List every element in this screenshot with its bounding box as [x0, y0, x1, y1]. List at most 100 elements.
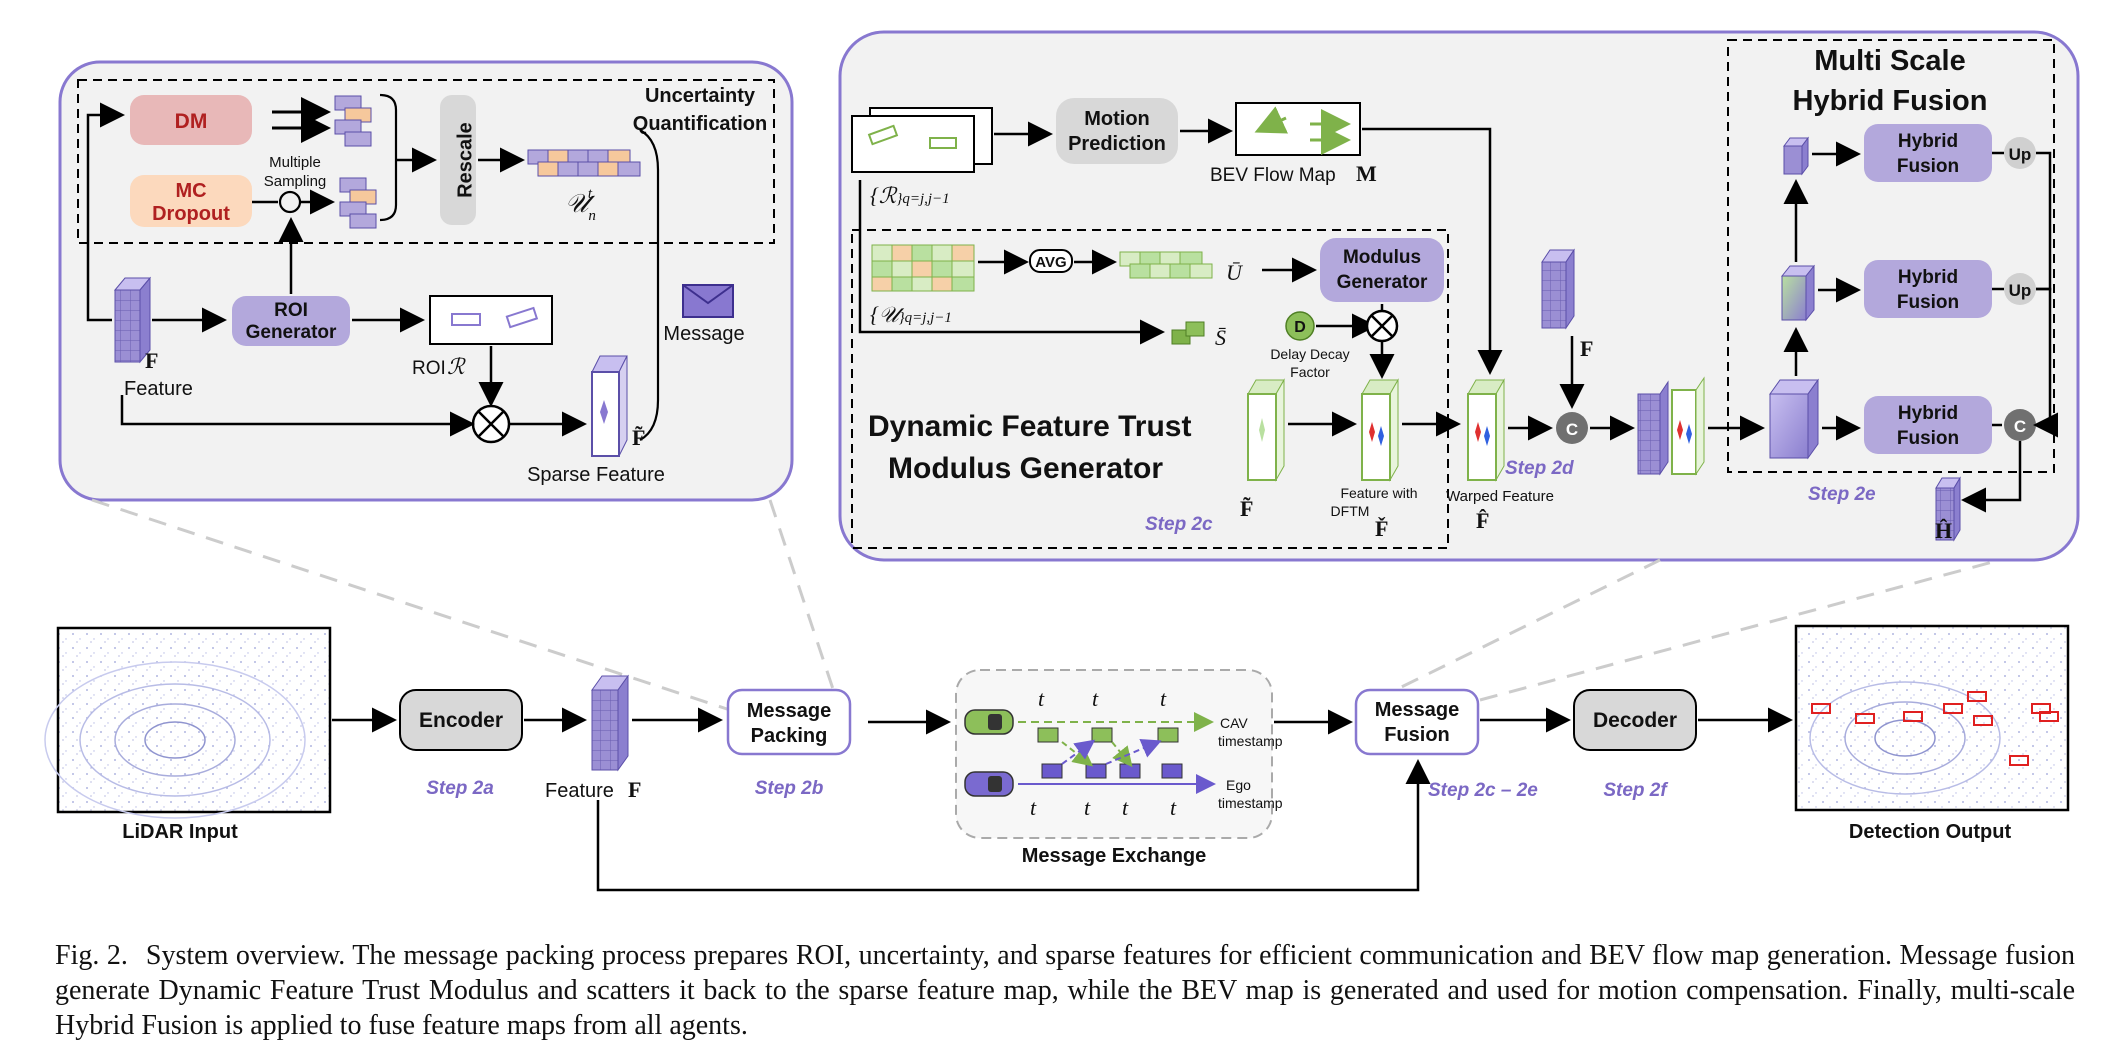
concat-label-1: C: [1566, 420, 1578, 439]
ftilde-feature-icon: [1247, 378, 1285, 482]
avg-label: AVG: [1035, 254, 1066, 271]
message-fusion-panel: {ℛ}q=j,j−1 Motion Prediction BEV Flow Ma…: [838, 30, 2080, 562]
ubar-map-icon: [1119, 251, 1213, 279]
pipeline: LiDAR Input Encoder Step 2a Feature F Me…: [44, 624, 2070, 892]
dftm-title-1: Dynamic Feature Trust: [868, 410, 1191, 443]
mc-dropout-box: [130, 175, 252, 227]
delay-decay-d: D: [1294, 319, 1306, 336]
pipeline-feature-symbol: F: [628, 777, 641, 802]
left-panel-connector-1: [91, 498, 731, 712]
dftm-dashed-box: [851, 229, 1449, 549]
multiply-cross: [478, 411, 504, 437]
uncertainty-map-icon: [527, 149, 641, 177]
step-2c-label: Step 2c: [1145, 514, 1213, 535]
pipeline-feature-cube: [591, 674, 629, 772]
hhat-cube-icon: [1935, 476, 1961, 542]
rescale-label: Rescale: [454, 122, 476, 198]
message-fusion-label-2: Fusion: [1384, 724, 1450, 746]
cav-timestamp-label-2: timestamp: [1218, 733, 1283, 749]
message-packing-panel: DM MC Dropout Multiple Sampling Rescale: [58, 60, 794, 502]
hhat-symbol: Ĥ: [1935, 518, 1952, 543]
message-fusion-box: [1354, 688, 1480, 756]
dftm-title-2: Modulus Generator: [888, 452, 1163, 485]
feature-symbol: F: [145, 348, 158, 373]
figure-label: Fig. 2.: [55, 940, 128, 971]
modulus-label: Modulus: [1343, 247, 1421, 268]
roi-set-symbol: {ℛ}q=j,j−1: [870, 183, 950, 208]
avg-box: [1029, 249, 1073, 273]
bev-flow-label: BEV Flow Map: [1210, 165, 1336, 186]
concat-to-output-arrow: [1961, 441, 2022, 513]
fcheck-symbol: F̌: [1375, 516, 1388, 541]
cav-time-2: t: [1092, 686, 1099, 711]
system-overview-diagram: DM MC Dropout Multiple Sampling Rescale: [44, 30, 2080, 892]
up-label-mid: Up: [2009, 281, 2032, 300]
ego-timestamp-label-1: Ego: [1226, 777, 1251, 793]
roi-generator-box: [232, 296, 350, 346]
step-2c-2e-label: Step 2c – 2e: [1428, 780, 1538, 801]
delay-decay-label: Delay Decay: [1270, 346, 1349, 362]
motion-prediction-box: [1056, 98, 1178, 164]
dm-samples-icon: [334, 95, 372, 147]
hybrid-bottom-1: Hybrid: [1898, 403, 1958, 424]
ego-car-icon: [964, 771, 1014, 797]
message-packing-label-2: Packing: [751, 725, 828, 747]
exchange-arrow-2: [1111, 741, 1133, 768]
concat-stack-icon: [1637, 376, 1705, 476]
fn-symbol: F: [1580, 336, 1593, 361]
up-icon-top: [2004, 137, 2036, 169]
sbar-map-icon: [1171, 321, 1205, 345]
factor-label: Factor: [1290, 364, 1330, 380]
roi-generator-label-2: Generator: [246, 322, 337, 343]
hybrid-fusion-box-top: [1864, 124, 1992, 182]
bev-flow-map: [1235, 102, 1361, 156]
right-bracket: [639, 129, 660, 441]
ego-time-1: t: [1030, 795, 1037, 820]
up-mid-connector: [2033, 287, 2058, 438]
exchange-arrow-3: [1061, 739, 1096, 765]
encoder-label: Encoder: [419, 709, 503, 732]
sampling-label: Sampling: [264, 173, 327, 190]
message-exchange-box: [955, 669, 1273, 839]
samples-bracket: [379, 93, 398, 222]
roi-label: ROI: [412, 358, 446, 379]
pipeline-feature-label: Feature: [545, 780, 614, 802]
feature-to-dm-arrow: [86, 102, 125, 322]
decoder-box: [1573, 689, 1697, 751]
up-label-top: Up: [2009, 145, 2032, 164]
modulus-generator-box: [1320, 238, 1444, 302]
cav-time-3: t: [1160, 686, 1167, 711]
trust-multiply-cross: [1371, 315, 1393, 337]
ubar-symbol: Ū: [1226, 260, 1244, 285]
motion-label: Motion: [1084, 108, 1150, 130]
feature-to-mult-arrow: [120, 395, 475, 437]
dm-label: DM: [175, 110, 208, 133]
scale-cube-medium: [1780, 264, 1816, 322]
message-label: Message: [663, 323, 744, 345]
concat-label-2: C: [2014, 417, 2026, 436]
figure-caption: Fig. 2.System overview. The message pack…: [55, 938, 2075, 1043]
ego-time-2: t: [1084, 795, 1091, 820]
step-2b-label: Step 2b: [755, 778, 824, 799]
step-2f-label: Step 2f: [1603, 780, 1668, 801]
feature-cube-icon: [113, 276, 152, 364]
feature-to-fusion-arrow: [596, 759, 1431, 892]
scale-cube-small: [1783, 136, 1809, 176]
dftm-short-label: DFTM: [1331, 503, 1370, 519]
message-exchange-label: Message Exchange: [1022, 845, 1207, 867]
quantification-label: Quantification: [633, 113, 767, 135]
lidar-input-label: LiDAR Input: [122, 821, 238, 843]
warped-feature-icon: [1467, 378, 1505, 482]
message-packing-box: [726, 688, 852, 756]
ftilde-symbol: F̃: [1240, 496, 1253, 521]
sparse-feature-icon: [591, 355, 628, 457]
cav-timestamp-label-1: CAV: [1220, 715, 1248, 731]
step-2a-label: Step 2a: [426, 778, 494, 799]
ego-messages: [1041, 763, 1183, 779]
concat-icon-1: [1556, 412, 1588, 444]
roi-to-sbar-arrow: [858, 180, 1165, 345]
bev-to-warp-arrow: [1362, 127, 1503, 375]
detection-output-image: [1794, 624, 2070, 812]
left-panel-connector-2: [768, 499, 842, 711]
prediction-label: Prediction: [1068, 133, 1166, 155]
